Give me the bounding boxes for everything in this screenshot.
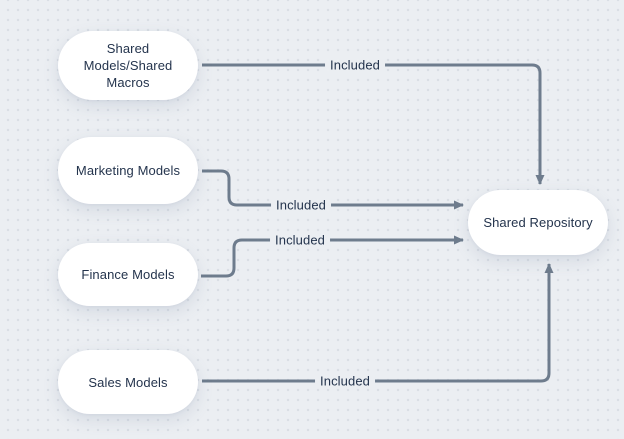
node-label-line: Models/Shared bbox=[83, 58, 173, 73]
edge-label-included-shared-models: Included bbox=[325, 57, 385, 73]
node-label: Marketing Models bbox=[75, 163, 181, 178]
edge-finance-to-repository bbox=[201, 235, 464, 278]
node-label: Finance Models bbox=[81, 267, 175, 282]
node-marketing-models: Marketing Models bbox=[58, 137, 198, 204]
edge-sales-to-repository bbox=[202, 263, 554, 383]
node-finance-models: Finance Models bbox=[58, 243, 198, 306]
node-shared-repository: Shared Repository bbox=[468, 190, 608, 255]
node-sales-models: Sales Models bbox=[58, 350, 198, 414]
node-label-line: Shared bbox=[106, 41, 150, 56]
edge-label-included-marketing: Included bbox=[271, 197, 331, 213]
edge-marketing-to-repository bbox=[202, 169, 464, 210]
edge-shared-models-to-repository bbox=[202, 63, 545, 185]
node-label: Shared Models/Shared Macros bbox=[84, 40, 173, 91]
node-label: Shared Repository bbox=[483, 215, 593, 230]
edge-label-included-finance: Included bbox=[270, 232, 330, 248]
edge-label-included-sales: Included bbox=[315, 373, 375, 389]
node-label: Sales Models bbox=[88, 374, 168, 390]
node-shared-models-shared-macros: Shared Models/Shared Macros bbox=[58, 31, 198, 100]
node-label-line: Macros bbox=[106, 75, 150, 90]
